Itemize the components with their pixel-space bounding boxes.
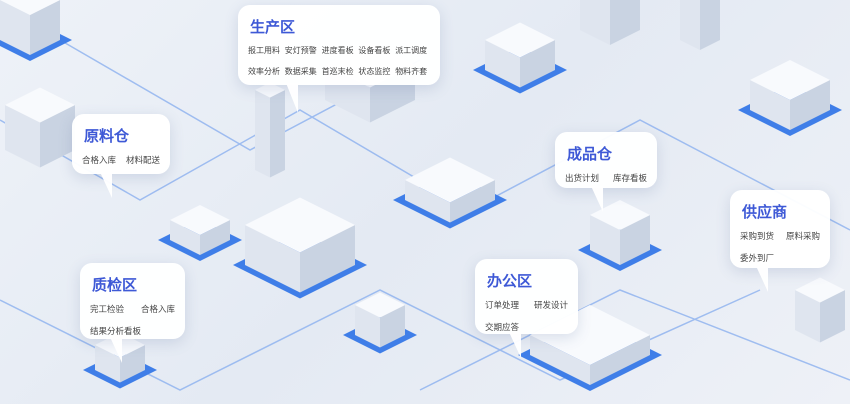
building-face (405, 157, 495, 203)
building-face (255, 90, 270, 178)
building-face (380, 305, 405, 348)
building-face (245, 225, 300, 293)
zone-item[interactable]: 材料配送 (125, 156, 160, 166)
buildings (0, 0, 845, 391)
zone-item[interactable]: 安灯预警 (284, 46, 317, 55)
building-face (5, 105, 40, 168)
zone-card-quality[interactable]: 质检区 完工检验 合格入库 结果分析看板 (80, 263, 185, 363)
building-face (580, 0, 610, 45)
building-face (795, 277, 845, 303)
zone-item[interactable]: 交期应答 (485, 323, 520, 333)
building-face (750, 60, 830, 100)
building-face (245, 197, 355, 253)
zone-title: 成品仓 (567, 145, 613, 163)
zone-item[interactable]: 物料齐套 (395, 67, 428, 76)
zone-item[interactable]: 出货计划 (565, 174, 600, 184)
zone-item[interactable]: 委外到厂 (740, 254, 775, 264)
building-face (0, 0, 60, 15)
zone-title: 原料仓 (84, 127, 130, 145)
zone-item[interactable]: 完工检验 (90, 305, 125, 315)
zone-item[interactable]: 派工调度 (395, 46, 428, 55)
building-face (300, 225, 355, 293)
zone-item[interactable]: 报工用料 (248, 46, 280, 55)
building-face (520, 40, 555, 88)
building-face (530, 335, 590, 385)
zone-item[interactable]: 库存看板 (612, 174, 647, 184)
building-face (700, 0, 720, 50)
zone-item[interactable]: 结果分析看板 (90, 327, 142, 337)
zone-card-finished-warehouse[interactable]: 成品仓 出货计划 库存看板 (555, 132, 657, 212)
zone-title: 生产区 (250, 18, 296, 36)
building-face (30, 0, 60, 55)
building-face (355, 292, 405, 318)
zone-item[interactable]: 研发设计 (533, 301, 568, 311)
zone-item[interactable]: 合格入库 (141, 305, 176, 315)
building-face (0, 0, 30, 55)
building-face (485, 40, 520, 88)
building-face (590, 215, 620, 265)
zone-item[interactable]: 订单处理 (485, 301, 520, 311)
building-face (450, 180, 495, 223)
building-face (355, 305, 380, 348)
building-face (680, 0, 700, 50)
zone-card-office[interactable]: 办公区 订单处理 研发设计 交期应答 (475, 259, 578, 358)
zone-card-production[interactable]: 生产区 报工用料 安灯预警 进度看板 设备看板 派工调度 效率分析 数据采集 首… (238, 5, 440, 113)
zone-item[interactable]: 首巡末检 (321, 67, 354, 76)
zone-card-raw-warehouse[interactable]: 原料仓 合格入库 材料配送 (72, 114, 170, 198)
zone-title: 办公区 (487, 272, 533, 290)
zone-item[interactable]: 状态监控 (358, 67, 391, 76)
building-face (620, 215, 650, 265)
zone-item[interactable]: 进度看板 (321, 46, 354, 55)
building-face (610, 0, 640, 45)
building-face (40, 105, 75, 168)
building-face (5, 87, 75, 123)
zone-title: 质检区 (92, 276, 138, 294)
building-face (405, 180, 450, 223)
zone-item[interactable]: 数据采集 (284, 67, 317, 76)
building-face (270, 90, 285, 178)
zone-item[interactable]: 原料采购 (785, 232, 820, 242)
building-face (590, 200, 650, 230)
building-face (485, 22, 555, 58)
building-face (590, 335, 650, 385)
zone-item[interactable]: 采购到货 (740, 232, 775, 242)
zone-card-supplier[interactable]: 供应商 采购到货 原料采购 委外到厂 (730, 190, 830, 292)
zone-title: 供应商 (742, 203, 788, 221)
zone-item[interactable]: 效率分析 (248, 67, 280, 76)
building-face (200, 220, 230, 255)
building-face (750, 80, 790, 130)
building-face (170, 220, 200, 255)
zone-item[interactable]: 合格入库 (82, 156, 117, 166)
building-face (170, 205, 230, 235)
building-face (790, 80, 830, 130)
building-face (820, 290, 845, 343)
building-face (795, 290, 820, 343)
building-face (255, 82, 285, 98)
zone-item[interactable]: 设备看板 (358, 46, 391, 55)
